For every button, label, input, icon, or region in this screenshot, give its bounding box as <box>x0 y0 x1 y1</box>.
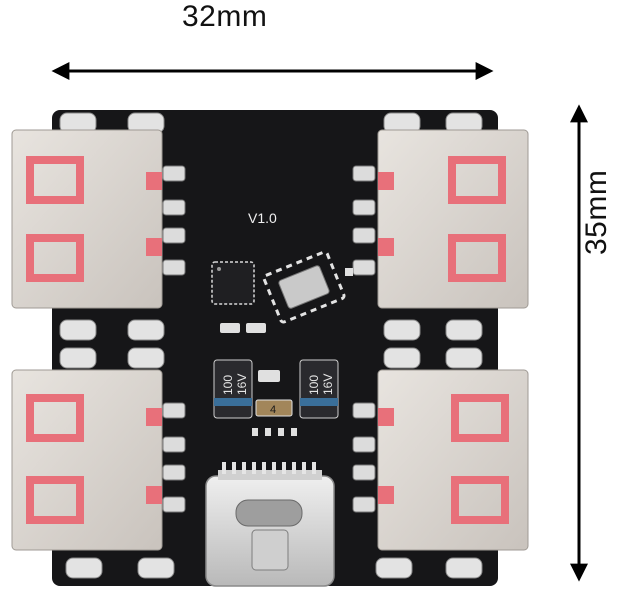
smd-components <box>220 268 353 436</box>
usb-pin-pads <box>162 165 376 513</box>
capacitor-left-marking: 100 16V <box>221 374 249 395</box>
capacitor-right <box>299 359 339 419</box>
svg-text:16V: 16V <box>235 374 249 395</box>
capacitor-left <box>213 359 253 419</box>
usb-a-port-bottom-left <box>11 369 163 551</box>
usb-a-port-bottom-right <box>377 369 529 551</box>
smd-part-marking: 4 <box>270 404 276 416</box>
svg-text:100: 100 <box>307 375 321 395</box>
version-label: V1.0 <box>248 210 277 226</box>
svg-text:100: 100 <box>221 375 235 395</box>
capacitor-right-marking: 100 16V <box>307 374 335 395</box>
usb-c-pins <box>222 462 316 474</box>
svg-text:16V: 16V <box>321 374 335 395</box>
usb-a-port-top-right <box>377 129 529 309</box>
width-dimension-label: 32mm <box>182 0 268 33</box>
ic-chip <box>211 261 255 305</box>
marked-smd-part <box>255 399 293 417</box>
usb-c-port <box>205 470 335 587</box>
usb-a-port-top-left <box>11 129 163 309</box>
crystal-oscillator <box>262 250 346 324</box>
